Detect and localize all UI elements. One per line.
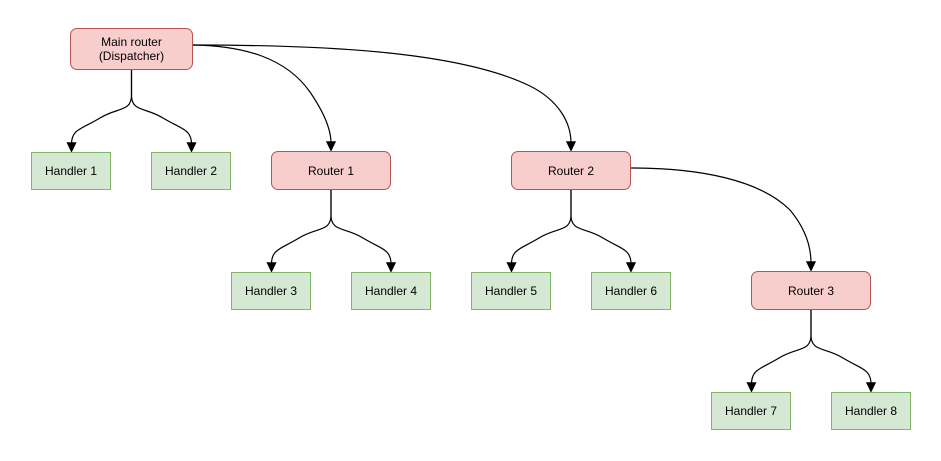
edge-router-2-to-handler-6 <box>570 189 632 265</box>
node-handler-3[interactable]: Handler 3 <box>231 272 311 310</box>
arrowhead-icon <box>565 141 577 152</box>
node-label: Main router (Dispatcher) <box>98 35 165 63</box>
arrowhead-icon <box>266 262 277 273</box>
node-handler-5[interactable]: Handler 5 <box>471 272 551 310</box>
node-handler-6[interactable]: Handler 6 <box>591 272 671 310</box>
node-handler-7[interactable]: Handler 7 <box>711 392 791 430</box>
node-router-2[interactable]: Router 2 <box>511 151 631 190</box>
arrowhead-icon <box>746 382 757 393</box>
arrowhead-icon <box>865 382 877 393</box>
node-label: Router 1 <box>307 163 355 178</box>
edge-main-router-to-router-2 <box>192 44 572 144</box>
arrowhead-icon <box>625 262 637 273</box>
node-label: Handler 5 <box>484 284 538 298</box>
arrowhead-icon <box>186 142 197 153</box>
node-router-1[interactable]: Router 1 <box>271 151 391 190</box>
edges-group <box>70 44 872 385</box>
arrowhead-icon <box>325 141 337 152</box>
edge-router-1-to-handler-4 <box>330 189 392 265</box>
node-handler-4[interactable]: Handler 4 <box>351 272 431 310</box>
node-label: Handler 3 <box>244 284 298 298</box>
node-label: Handler 4 <box>364 284 418 298</box>
node-label: Handler 8 <box>844 404 898 418</box>
edge-router-2-to-handler-5 <box>510 189 572 265</box>
node-label: Handler 6 <box>604 284 658 298</box>
edge-main-router-to-router-1 <box>192 44 332 144</box>
arrowhead-icon <box>385 262 397 273</box>
edge-main-router-to-handler-2 <box>130 69 193 145</box>
node-handler-1[interactable]: Handler 1 <box>31 152 111 190</box>
node-label: Handler 7 <box>724 404 778 418</box>
edge-main-router-to-handler-1 <box>70 69 133 145</box>
node-handler-8[interactable]: Handler 8 <box>831 392 911 430</box>
arrowhead-icon <box>66 142 77 153</box>
node-label: Router 2 <box>547 163 595 178</box>
edge-router-3-to-handler-8 <box>810 309 872 385</box>
edge-router-1-to-handler-3 <box>270 189 332 265</box>
node-main-router[interactable]: Main router (Dispatcher) <box>70 28 193 70</box>
node-router-3[interactable]: Router 3 <box>751 271 871 310</box>
arrowhead-icon <box>805 261 817 272</box>
node-label: Handler 2 <box>164 164 218 178</box>
arrowheads-group <box>66 141 877 393</box>
node-handler-2[interactable]: Handler 2 <box>151 152 231 190</box>
node-label: Router 3 <box>787 283 835 298</box>
edge-router-3-to-handler-7 <box>750 309 812 385</box>
node-label: Handler 1 <box>44 164 98 178</box>
edge-router-2-to-router-3 <box>630 167 812 264</box>
arrowhead-icon <box>506 262 517 273</box>
